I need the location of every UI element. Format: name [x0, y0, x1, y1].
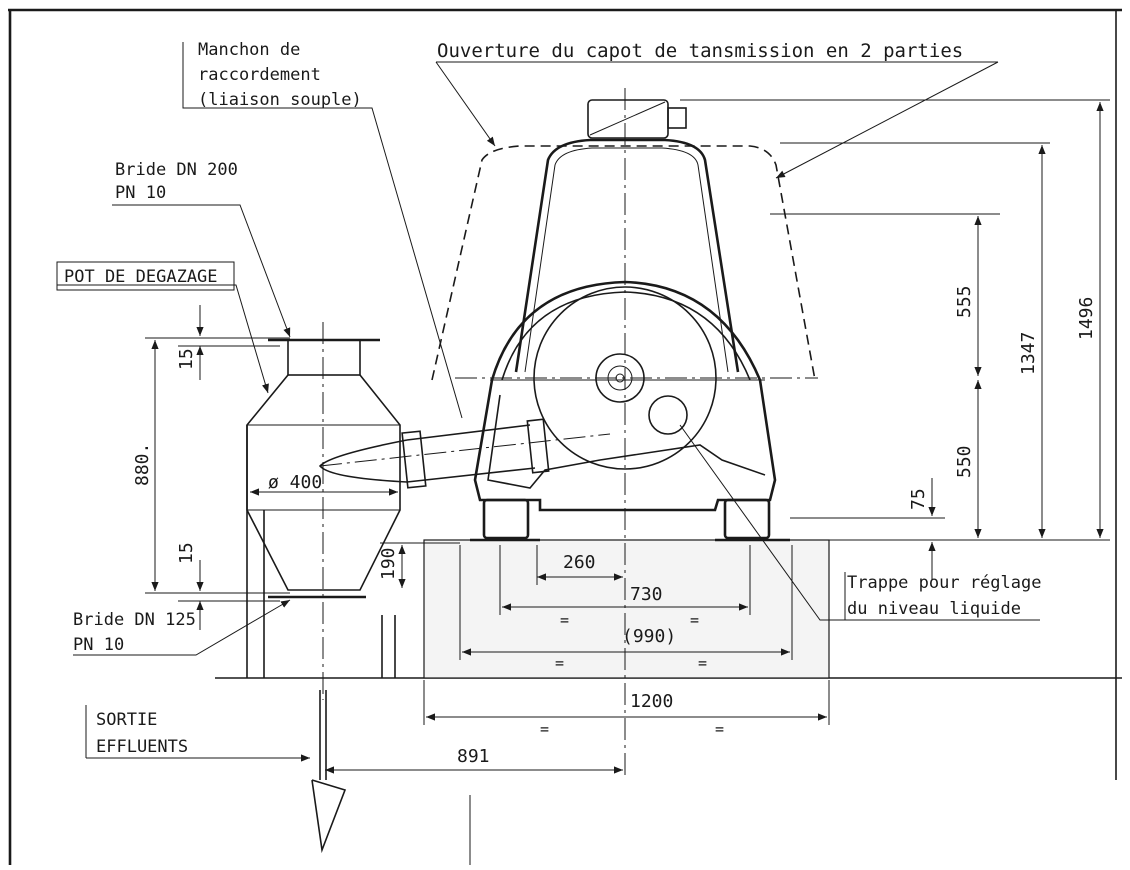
- dimension-lines: [145, 99, 1110, 774]
- equal-sign-730-left: =: [560, 611, 569, 629]
- dim-75: 75: [908, 488, 929, 510]
- cover-opening-label: Ouverture du capot de tansmission en 2 p…: [437, 40, 963, 62]
- effluent-outlet-label-line1: SORTIE: [96, 710, 157, 730]
- effluent-outlet: [311, 690, 347, 854]
- drawing-frame: [8, 8, 1122, 865]
- flange-dn125-label-line2: PN 10: [73, 635, 124, 655]
- degassing-pot-label: POT DE DEGAZAGE: [64, 267, 218, 287]
- foundation-block: [423, 539, 830, 679]
- dim-15-top: 15: [176, 348, 197, 370]
- dim-1347: 1347: [1018, 332, 1039, 375]
- machine-body: [455, 280, 818, 542]
- dim-190: 190: [378, 547, 399, 580]
- transmission-cover: [514, 99, 740, 373]
- dim-1496: 1496: [1076, 297, 1097, 340]
- manchon-label-line2: raccordement: [198, 65, 321, 85]
- dim-1200: 1200: [630, 691, 673, 712]
- equal-sign-1200-right: =: [715, 720, 724, 738]
- dim-990: (990): [622, 626, 676, 647]
- dim-555: 555: [954, 285, 975, 318]
- flange-dn200-label-line2: PN 10: [115, 183, 166, 203]
- diameter-label: ø 400: [268, 472, 322, 493]
- manchon-label-line3: (liaison souple): [198, 90, 362, 110]
- annotation-text: Manchon de raccordement (liaison souple)…: [56, 40, 1041, 758]
- dim-15-bottom: 15: [176, 542, 197, 564]
- degassing-pot-label-box: [56, 261, 235, 291]
- cover-opening-outline: [431, 145, 816, 381]
- dim-260: 260: [563, 552, 596, 573]
- effluent-outlet-label-line2: EFFLUENTS: [96, 737, 188, 757]
- leader-lines: [57, 42, 1040, 762]
- equal-sign-1200-left: =: [540, 720, 549, 738]
- dim-880: 880.: [132, 443, 153, 486]
- equal-sign-990-left: =: [555, 654, 564, 672]
- connection-pipe: [318, 418, 611, 489]
- flange-dn200-label-line1: Bride DN 200: [115, 160, 238, 180]
- equal-sign-730-right: =: [690, 611, 699, 629]
- trap-label-line2: du niveau liquide: [847, 599, 1021, 619]
- manchon-label-line1: Manchon de: [198, 40, 300, 60]
- degassing-pot: [246, 322, 401, 700]
- dimension-values: 15 880. 15 190 260 730 (990) 1200 891 55…: [132, 285, 1097, 767]
- dim-730: 730: [630, 584, 663, 605]
- equal-sign-990-right: =: [698, 654, 707, 672]
- flange-dn125-label-line1: Bride DN 125: [73, 610, 196, 630]
- dim-891: 891: [457, 746, 490, 767]
- trap-label-line1: Trappe pour réglage: [847, 573, 1041, 593]
- dim-550: 550: [954, 445, 975, 478]
